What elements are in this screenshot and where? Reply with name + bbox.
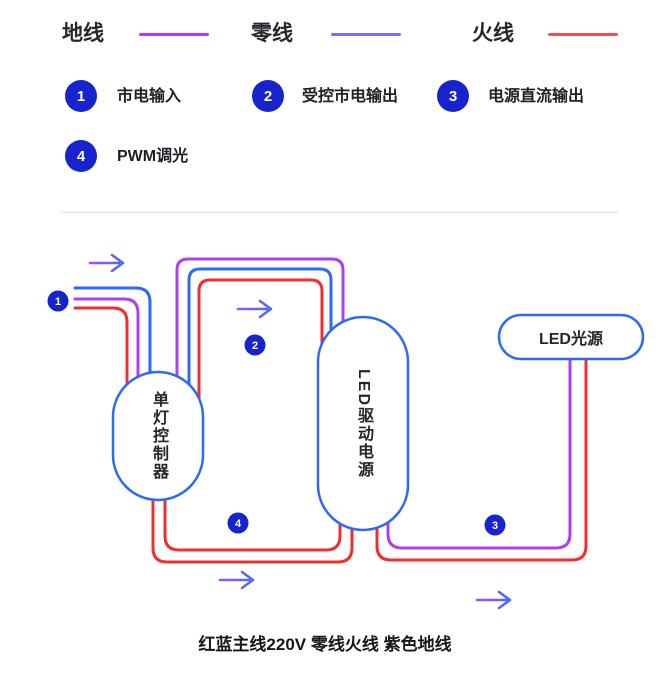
legend-live-line xyxy=(548,33,618,36)
output-live-wire xyxy=(197,278,324,402)
legend-item-1-label: 市电输入 xyxy=(117,88,182,105)
dc-live-wire xyxy=(375,338,588,562)
flow-arrow-dc xyxy=(475,590,512,610)
legend-live-label: 火线 xyxy=(472,22,514,45)
pwm-wire-outer xyxy=(151,478,354,564)
input-live-wire xyxy=(73,306,129,402)
bottom-caption: 红蓝主线220V 零线火线 紫色地线 xyxy=(198,635,452,654)
input-neutral-wire xyxy=(73,286,152,402)
flow-arrow-input xyxy=(88,253,125,273)
marker-2: 2 xyxy=(244,334,266,356)
legend-item-4-label: PWM调光 xyxy=(117,148,189,165)
legend-ground-line xyxy=(139,33,209,36)
input-ground-wire xyxy=(73,297,140,402)
output-neutral-wire xyxy=(187,267,333,402)
svg-text:1: 1 xyxy=(55,296,61,308)
header-divider xyxy=(61,212,618,213)
dc-ground-wire xyxy=(386,338,572,550)
legend-badge-3: 3 xyxy=(437,80,469,112)
legend-item-3-label: 电源直流输出 xyxy=(488,88,585,105)
pwm-wire-inner xyxy=(163,478,342,552)
svg-text:2: 2 xyxy=(252,340,258,352)
svg-text:3: 3 xyxy=(492,520,498,532)
output-ground-wire xyxy=(175,257,345,402)
legend-item-2-label: 受控市电输出 xyxy=(302,88,399,105)
legend-ground-label: 地线 xyxy=(62,22,104,45)
led-node-shape xyxy=(497,313,645,361)
controller-node-shape xyxy=(111,370,205,502)
marker-1: 1 xyxy=(47,290,69,312)
legend-badge-4: 4 xyxy=(65,140,97,172)
legend-neutral-line xyxy=(331,33,401,36)
driver-node-shape xyxy=(316,315,410,532)
marker-3: 3 xyxy=(484,514,506,536)
marker-4: 4 xyxy=(227,512,249,534)
legend-badge-1: 1 xyxy=(65,80,97,112)
flow-arrow-pwm xyxy=(218,570,255,590)
legend-neutral-label: 零线 xyxy=(251,22,293,45)
legend-badge-2: 2 xyxy=(252,80,284,112)
svg-text:4: 4 xyxy=(235,518,242,530)
flow-arrow-output xyxy=(236,299,273,319)
